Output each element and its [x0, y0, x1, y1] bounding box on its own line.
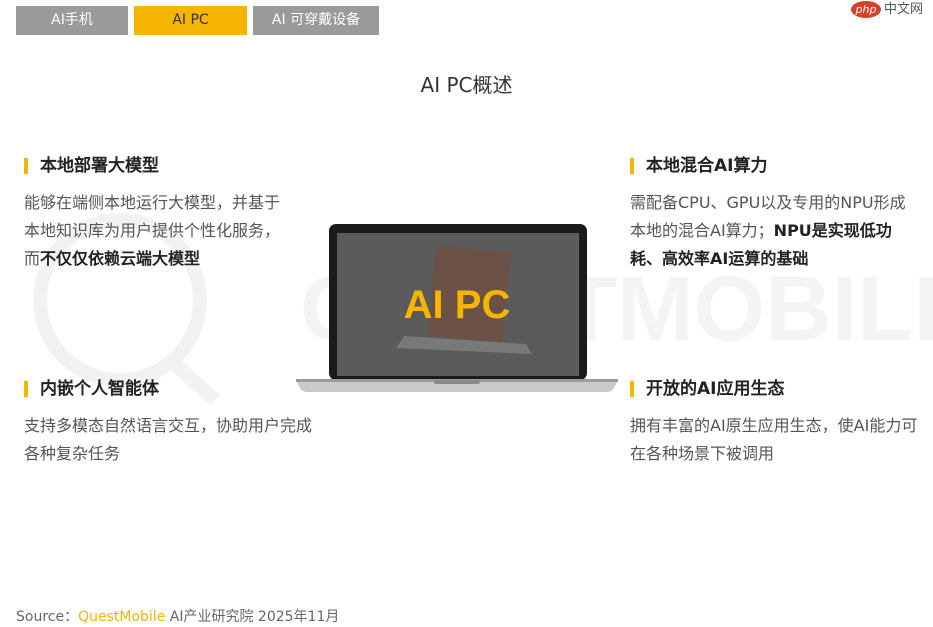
source-suffix: AI产业研究院 2025年11月 [169, 609, 340, 625]
feature-description: 需配备CPU、GPU以及专用的NPU形成本地的混合AI算力；NPU是实现低功耗、… [630, 189, 920, 273]
feature-heading: 内嵌个人智能体 [24, 376, 314, 404]
feature-description-plain: 需配备CPU、GPU以及专用的NPU形成本地的混合AI算力； [630, 193, 906, 240]
feature-heading-text: 本地部署大模型 [40, 156, 159, 176]
laptop-illustration: AI PC [296, 224, 618, 394]
feature-heading-text: 开放的AI应用生态 [646, 379, 785, 399]
php-watermark: php 中文网 [851, 0, 933, 20]
feature-app-ecosystem: 开放的AI应用生态 拥有丰富的AI原生应用生态，使AI能力可在各种场景下被调用 [630, 376, 930, 468]
source-prefix: Source： [16, 609, 79, 625]
feature-description-bold: 不仅仅依赖云端大模型 [40, 249, 201, 268]
laptop-image [296, 224, 618, 392]
feature-local-model: 本地部署大模型 能够在端侧本地运行大模型，并基于本地知识库为用户提供个性化服务，… [24, 153, 294, 273]
feature-agent: 内嵌个人智能体 支持多模态自然语言交互，协助用户完成各种复杂任务 [24, 376, 314, 468]
feature-description: 能够在端侧本地运行大模型，并基于本地知识库为用户提供个性化服务，而不仅仅依赖云端… [24, 189, 294, 273]
tab-ai-phone[interactable]: AI手机 [16, 6, 128, 35]
php-logo: php [851, 1, 881, 18]
feature-heading: 开放的AI应用生态 [630, 376, 930, 404]
feature-heading-text: 本地混合AI算力 [646, 156, 768, 176]
feature-description: 支持多模态自然语言交互，协助用户完成各种复杂任务 [24, 416, 313, 463]
feature-description-bold: NPU是实现低功耗、高效率AI运算的基础 [630, 221, 892, 268]
page-title: AI PC概述 [420, 73, 513, 97]
tab-ai-pc[interactable]: AI PC [134, 6, 247, 35]
feature-hybrid-compute: 本地混合AI算力 需配备CPU、GPU以及专用的NPU形成本地的混合AI算力；N… [630, 153, 920, 273]
accent-bar [630, 381, 634, 397]
php-watermark-text: 中文网 [884, 2, 924, 17]
source-brand: QuestMobile [78, 609, 166, 625]
accent-bar [24, 381, 28, 397]
accent-bar [24, 158, 28, 174]
source-note: Source：QuestMobile AI产业研究院 2025年11月 [16, 606, 339, 626]
feature-heading: 本地部署大模型 [24, 153, 294, 181]
accent-bar [630, 158, 634, 174]
feature-description-plain: 能够在端侧本地运行大模型，并基于本地知识库为用户提供个性化服务，而 [24, 193, 281, 268]
feature-heading-text: 内嵌个人智能体 [40, 379, 159, 399]
feature-description: 拥有丰富的AI原生应用生态，使AI能力可在各种场景下被调用 [630, 416, 918, 463]
ai-pc-label: AI PC [403, 283, 511, 327]
tab-ai-wearable[interactable]: AI 可穿戴设备 [253, 6, 379, 35]
feature-heading: 本地混合AI算力 [630, 153, 920, 181]
